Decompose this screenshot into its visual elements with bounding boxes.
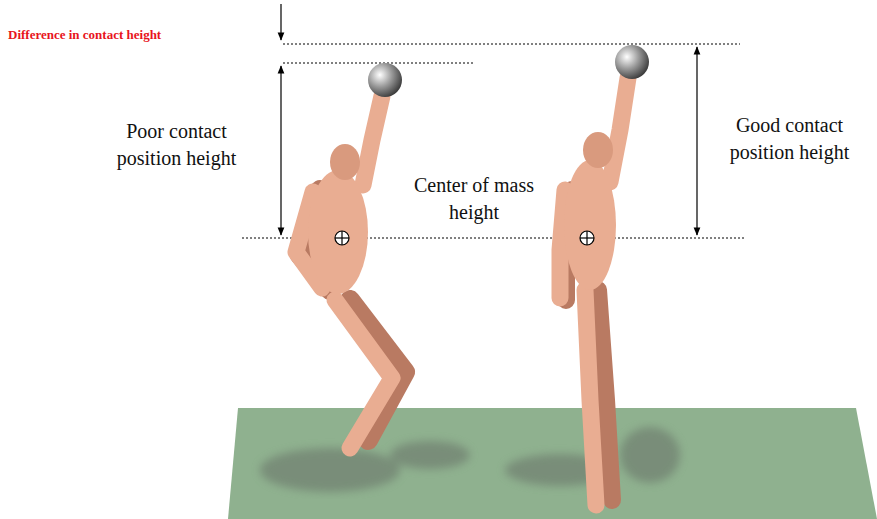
dimension-label: Poor contact position height <box>94 118 259 172</box>
dimension-label: Center of mass height <box>414 172 534 226</box>
dimension-label: Good contact position height <box>707 112 872 166</box>
ground <box>228 408 877 519</box>
good-jumper <box>560 45 649 505</box>
highlight-label: Difference in contact height <box>8 27 161 43</box>
poor-jumper <box>296 63 405 448</box>
center-of-mass-marker <box>335 231 594 245</box>
